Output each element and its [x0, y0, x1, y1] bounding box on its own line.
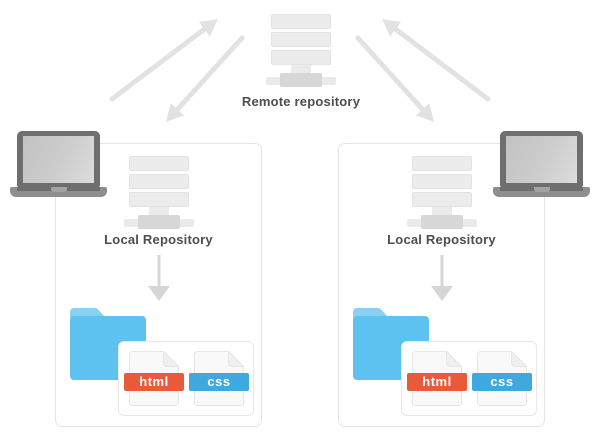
laptop-icon — [10, 131, 107, 197]
laptop-base — [493, 187, 590, 197]
css-badge: css — [189, 373, 249, 391]
push-arrow-right — [382, 19, 491, 102]
laptop-display — [23, 136, 94, 183]
html-badge: html — [124, 373, 184, 391]
files-card: html css — [401, 341, 537, 416]
arrow-head — [147, 286, 170, 301]
server-base-center — [137, 215, 180, 229]
html-file-icon: html — [407, 351, 467, 406]
html-file-icon: html — [124, 351, 184, 406]
server-bar — [271, 32, 331, 47]
server-icon — [123, 156, 194, 229]
remote-repository: Remote repository — [236, 14, 366, 109]
local-repository-label: Local Repository — [387, 232, 496, 247]
html-badge: html — [407, 373, 467, 391]
pull-arrow-left — [166, 35, 245, 122]
down-arrow-icon — [430, 255, 453, 302]
laptop-screen — [500, 131, 583, 187]
server-icon — [406, 156, 477, 229]
arrow-stem — [440, 255, 443, 287]
server-bar — [128, 156, 189, 171]
css-file-icon: css — [189, 351, 249, 406]
arrow-head — [430, 286, 453, 301]
server-bar — [271, 50, 331, 65]
server-bar — [128, 174, 189, 189]
server-base-center — [280, 73, 322, 87]
server-bar — [271, 14, 331, 29]
server-base — [406, 215, 477, 229]
server-base — [123, 215, 194, 229]
arrow-stem — [157, 255, 160, 287]
files-card: html css — [118, 341, 254, 416]
server-base-center — [420, 215, 463, 229]
down-arrow-icon — [147, 255, 170, 302]
server-bar — [411, 156, 472, 171]
laptop-display — [506, 136, 577, 183]
remote-repository-label: Remote repository — [241, 94, 361, 109]
pull-arrow-right — [355, 35, 434, 122]
server-base — [266, 73, 336, 87]
server-bar — [411, 192, 472, 207]
laptop-base — [10, 187, 107, 197]
laptop-icon — [493, 131, 590, 197]
css-file-icon: css — [472, 351, 532, 406]
local-repository-label: Local Repository — [104, 232, 213, 247]
server-icon — [266, 14, 336, 87]
laptop-screen — [17, 131, 100, 187]
push-arrow-left — [109, 19, 218, 102]
server-bar — [411, 174, 472, 189]
css-badge: css — [472, 373, 532, 391]
server-bar — [128, 192, 189, 207]
